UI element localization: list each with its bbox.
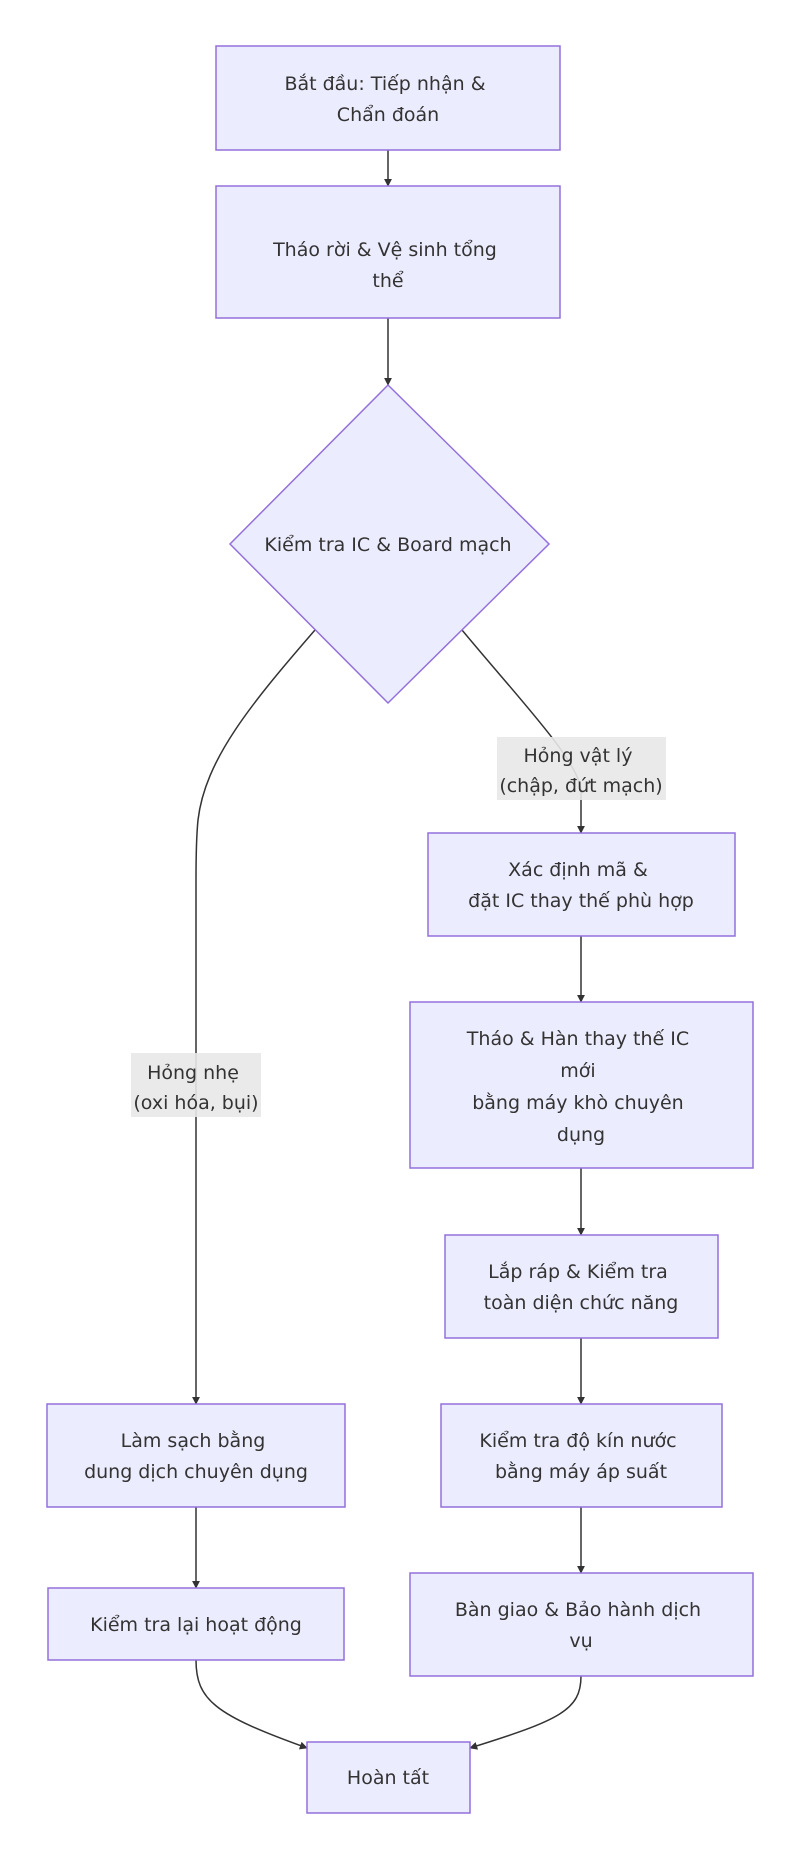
node-label-line: vụ xyxy=(569,1630,592,1652)
edge-check-ic-to-identify-ic xyxy=(461,629,585,834)
node-label-line: bằng máy áp suất xyxy=(495,1460,667,1483)
svg-text:Hỏng nhẹ (oxi hóa, bụi): Hỏng nhẹ (oxi hóa, bụi) xyxy=(133,1062,258,1114)
node-label-line: toàn diện chức năng xyxy=(484,1292,679,1314)
node-label-line: Tháo rời & Vệ sinh tổng xyxy=(272,239,497,261)
node-assemble[interactable]: Lắp ráp & Kiểm tra toàn diện chức năng xyxy=(444,1234,719,1339)
node-check-ic-decision[interactable]: Kiểm tra IC & Board mạch xyxy=(228,383,551,705)
node-label-line: Bắt đầu: Tiếp nhận & xyxy=(284,72,485,95)
svg-text:Xác định mã & đặt IC tha: Xác định mã & đặt IC thay thế phù hợp xyxy=(468,859,694,912)
edge-label-physical-damage: Hỏng vật lý (chập, đứt mạch) xyxy=(497,737,666,800)
edge-check-ic-to-clean xyxy=(192,629,316,1405)
node-clean[interactable]: Làm sạch bằng dung dịch chuyên dụng xyxy=(46,1403,346,1508)
node-water-test[interactable]: Kiểm tra độ kín nước bằng máy áp suất xyxy=(440,1403,723,1508)
node-label-line: Hoàn tất xyxy=(347,1767,429,1789)
node-label-line: Làm sạch bằng xyxy=(121,1429,266,1452)
node-label-line: thể xyxy=(372,270,403,292)
node-label-line: dụng xyxy=(557,1124,605,1146)
node-disassemble[interactable]: Tháo rời & Vệ sinh tổng thể xyxy=(215,185,561,319)
node-label-line: đặt IC thay thế phù hợp xyxy=(468,890,694,912)
node-label-line: mới xyxy=(560,1060,595,1082)
node-replace-ic[interactable]: Tháo & Hàn thay thế IC mới bằng máy khò … xyxy=(409,1001,754,1169)
svg-text:Kiểm tra IC & Board mạch: Kiểm tra IC & Board mạch xyxy=(264,534,511,556)
node-label-line: Bàn giao & Bảo hành dịch xyxy=(455,1599,701,1621)
svg-text:Hỏng vật lý (chập, đứt m: Hỏng vật lý (chập, đứt mạch) xyxy=(499,745,662,797)
node-label-line: bằng máy khò chuyên xyxy=(472,1091,684,1114)
node-label-line: Kiểm tra IC & Board mạch xyxy=(264,534,511,556)
svg-text:Hoàn tất: Hoàn tất xyxy=(347,1767,429,1789)
node-label-line: Kiểm tra độ kín nước xyxy=(479,1430,676,1452)
svg-text:Tháo rời & Vệ sinh tổng: Tháo rời & Vệ sinh tổng thể xyxy=(272,239,503,292)
node-label-line: Chẩn đoán xyxy=(337,104,439,126)
edge-recheck-to-done xyxy=(195,1659,308,1750)
node-label-line: dung dịch chuyên dụng xyxy=(84,1461,308,1483)
edge-label-line: (oxi hóa, bụi) xyxy=(133,1092,258,1114)
node-label-line: Xác định mã & xyxy=(508,859,648,881)
node-done[interactable]: Hoàn tất xyxy=(306,1741,471,1814)
svg-text:Kiểm tra độ kín nước bằn: Kiểm tra độ kín nước bằng máy áp suất xyxy=(479,1430,682,1483)
node-label-line: Kiểm tra lại hoạt động xyxy=(90,1614,302,1636)
svg-text:Bắt đầu: Tiếp nhận & Chẩ: Bắt đầu: Tiếp nhận & Chẩn đoán xyxy=(284,72,491,126)
edge-label-line: (chập, đứt mạch) xyxy=(499,775,662,797)
node-handover[interactable]: Bàn giao & Bảo hành dịch vụ xyxy=(409,1572,754,1677)
edge-label-line: Hỏng nhẹ xyxy=(147,1062,239,1084)
svg-text:Bàn giao & Bảo hành dịch: Bàn giao & Bảo hành dịch vụ xyxy=(455,1599,707,1652)
node-start[interactable]: Bắt đầu: Tiếp nhận & Chẩn đoán xyxy=(215,45,561,151)
node-identify-ic[interactable]: Xác định mã & đặt IC thay thế phù hợp xyxy=(427,832,736,937)
svg-text:Kiểm tra lại hoạt động: Kiểm tra lại hoạt động xyxy=(90,1614,302,1636)
node-label-line: Lắp ráp & Kiểm tra xyxy=(488,1260,668,1283)
node-label-line: Tháo & Hàn thay thế IC xyxy=(466,1028,689,1050)
edge-handover-to-done xyxy=(469,1675,582,1750)
node-recheck[interactable]: Kiểm tra lại hoạt động xyxy=(47,1587,345,1661)
svg-text:Làm sạch bằng dung dịch: Làm sạch bằng dung dịch chuyên dụng xyxy=(84,1429,308,1483)
edge-label-line: Hỏng vật lý xyxy=(524,745,633,767)
svg-text:Tháo & Hàn thay thế IC m: Tháo & Hàn thay thế IC mới bằng máy khò … xyxy=(466,1028,695,1146)
svg-text:Lắp ráp & Kiểm tra toàn: Lắp ráp & Kiểm tra toàn diện chức năng xyxy=(484,1260,679,1314)
edge-label-minor-damage: Hỏng nhẹ (oxi hóa, bụi) xyxy=(131,1053,261,1117)
